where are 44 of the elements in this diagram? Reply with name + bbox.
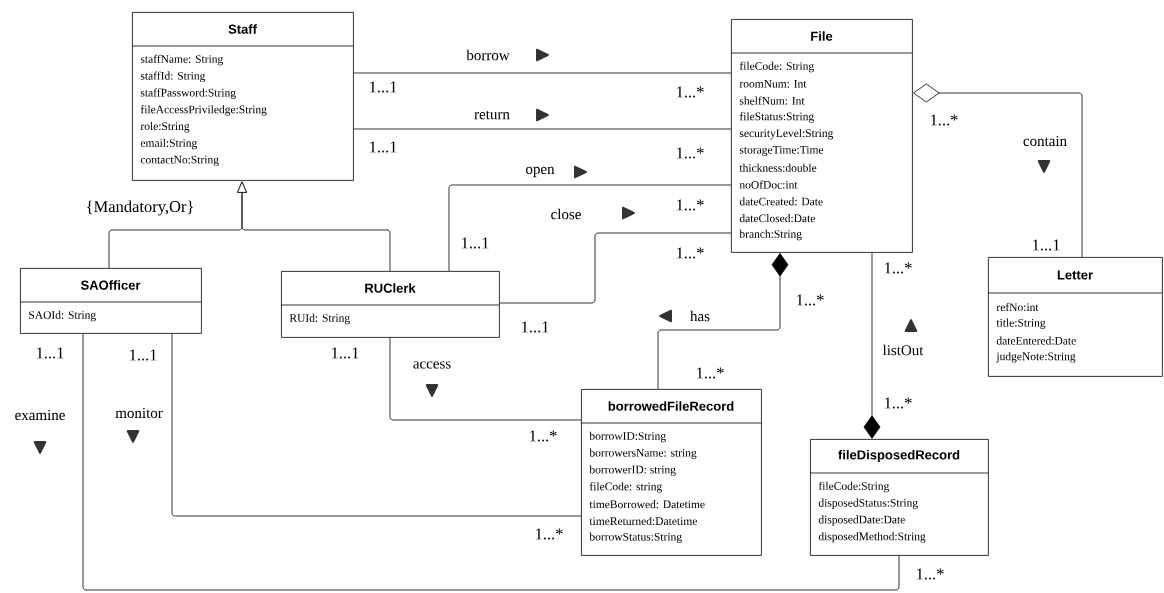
- multiplicity-label: 1...*: [885, 397, 912, 409]
- association-line: [171, 333, 582, 517]
- multiplicity-label: 1...*: [677, 147, 704, 159]
- class-box: Staff staffName: String staffId: String staffPassword:String fileAccessPriviledge:String role:String email:String contactNo:String: [131, 12, 354, 181]
- edge-label: borrow: [466, 49, 510, 61]
- edge-label: access: [413, 361, 451, 369]
- association-line: [499, 232, 732, 304]
- class-box: fileDisposedRecord fileCode:String disposedStatus:String disposedDate:Date disposedMethod:String: [809, 439, 989, 556]
- multiplicity-label: 1...*: [677, 199, 704, 211]
- association-line: [353, 72, 732, 74]
- aggregation-line: [657, 253, 789, 390]
- multiplicity-label: 1...*: [931, 114, 958, 126]
- association-line: [353, 128, 732, 130]
- association-line: [389, 337, 582, 421]
- multiplicity-label: 1...1: [370, 81, 397, 93]
- multiplicity-label: 1...*: [536, 528, 563, 540]
- multiplicity-label: 1...1: [522, 321, 549, 333]
- constraint-label: {Mandatory,Or}: [87, 200, 193, 216]
- edge-label: listOut: [882, 344, 924, 356]
- multiplicity-label: 1...1: [370, 141, 397, 153]
- aggregation-line: [863, 252, 881, 439]
- edge-label: has: [690, 310, 710, 322]
- edge-label: return: [474, 110, 510, 120]
- multiplicity-label: 1...*: [885, 262, 912, 274]
- multiplicity-label: 1...*: [677, 86, 704, 98]
- multiplicity-label: 1...*: [797, 294, 824, 306]
- class-box: Letter refNo:int title:String dateEntered:Date judgeNote:String: [987, 257, 1163, 377]
- association-line: [448, 184, 732, 272]
- inheritance-arrow: [237, 181, 391, 272]
- class-box: SAOfficer SAOId: String: [19, 268, 202, 334]
- edge-label: monitor: [115, 407, 163, 419]
- multiplicity-label: 1...1: [130, 349, 157, 361]
- class-box: RUClerk RUId: String: [280, 271, 500, 338]
- edge-label: close: [551, 208, 581, 220]
- edge-label: examine: [15, 409, 65, 421]
- multiplicity-label: 1...1: [462, 237, 489, 249]
- multiplicity-label: 1...*: [677, 247, 704, 259]
- edge-label: contain: [1023, 135, 1067, 147]
- association-line: [82, 333, 900, 591]
- edge-label: open: [526, 166, 555, 178]
- multiplicity-label: 1...*: [530, 430, 557, 442]
- class-box: File fileCode: String roomNum: Int shelfNum: Int fileStatus:String securityLevel:String storageTime:Time thickness:double noOfDoc:int dateCreated: Date dateClosed:Date branch:String: [730, 19, 913, 253]
- aggregation-line: [913, 83, 1083, 258]
- class-box: borrowedFileRecord borrowID:String borrowersName: string borrowerID: string fileCode: string timeBorrowed: Datetime timeReturned:Datetime borrowStatus:String: [580, 389, 762, 556]
